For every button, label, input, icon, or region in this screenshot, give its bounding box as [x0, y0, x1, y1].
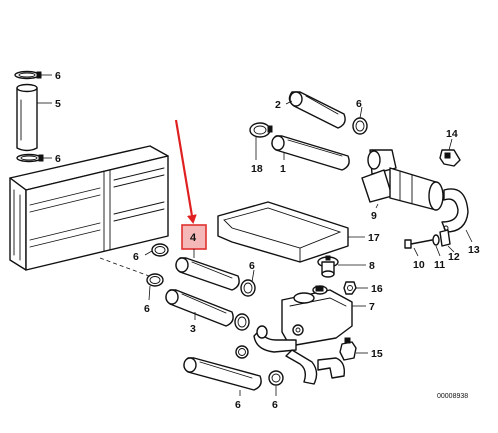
callout-14: 14 — [446, 128, 458, 140]
callout-6: 6 — [272, 399, 278, 411]
valve-pipes — [253, 325, 346, 385]
callout-6: 6 — [235, 399, 241, 411]
callout-5: 5 — [55, 98, 61, 110]
callout-9: 9 — [371, 210, 377, 222]
nut-12 — [439, 229, 451, 247]
callout-6: 6 — [356, 98, 362, 110]
callout-7: 7 — [369, 301, 375, 313]
clamp-hose-4-end — [240, 279, 256, 297]
hose-2 — [288, 91, 346, 129]
heater-core — [9, 145, 169, 271]
callout-8: 8 — [369, 260, 375, 272]
callout-10: 10 — [413, 259, 425, 271]
callout-16: 16 — [371, 283, 383, 295]
clamp-mid-b — [146, 273, 164, 287]
callout-6: 6 — [55, 153, 61, 165]
clamp-top — [14, 70, 42, 80]
callout-11: 11 — [434, 259, 445, 271]
washer-11 — [432, 234, 440, 246]
clamp-lower-a — [235, 345, 249, 359]
hose-5 — [16, 83, 38, 152]
callout-6: 6 — [133, 251, 139, 263]
bolt-10 — [404, 239, 433, 249]
callout-12: 12 — [448, 251, 460, 263]
callout-15: 15 — [371, 348, 383, 360]
callout-6: 6 — [249, 260, 255, 272]
hose-lower — [183, 357, 262, 391]
clamp-lower-b — [268, 370, 284, 386]
clamp-hose-2 — [352, 117, 368, 135]
highlight-arrow — [174, 119, 197, 224]
clamp-mid-a — [151, 243, 169, 257]
callout-13: 13 — [468, 244, 480, 256]
connector-line — [99, 257, 161, 281]
hose-4 — [175, 257, 240, 291]
cover-17 — [217, 201, 349, 263]
valve-block-7 — [281, 285, 353, 347]
callout-17: 17 — [368, 232, 380, 244]
mounting-strap-13 — [441, 188, 469, 233]
hose-1 — [271, 135, 350, 171]
hose-3 — [165, 289, 234, 327]
callout-6: 6 — [144, 303, 150, 315]
clamp-18 — [249, 122, 273, 138]
callout-1: 1 — [280, 163, 286, 175]
clamp-hose-3-end — [234, 313, 250, 331]
diagram-code: 00008938 — [437, 393, 468, 400]
sensor-15 — [339, 337, 357, 361]
valve-8 — [317, 255, 339, 278]
screw-16 — [343, 281, 357, 295]
callout-18: 18 — [251, 163, 263, 175]
callout-3: 3 — [190, 323, 196, 335]
water-pump — [361, 149, 444, 211]
bracket-14 — [439, 149, 461, 167]
clamp-bottom — [16, 153, 44, 163]
callout-6: 6 — [55, 70, 61, 82]
callout-2: 2 — [275, 99, 281, 111]
highlight-box — [181, 224, 207, 250]
callout-4: 4 — [190, 232, 197, 244]
